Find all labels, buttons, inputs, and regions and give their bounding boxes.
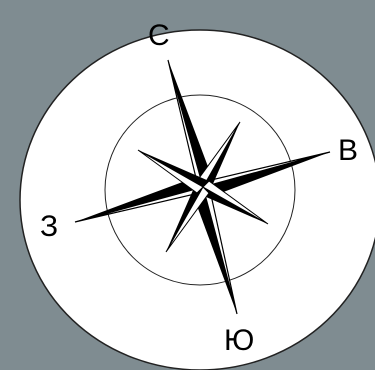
west-label: З bbox=[40, 210, 58, 243]
east-label: В bbox=[338, 134, 358, 167]
north-label: С bbox=[148, 19, 170, 52]
south-label: Ю bbox=[224, 324, 254, 357]
